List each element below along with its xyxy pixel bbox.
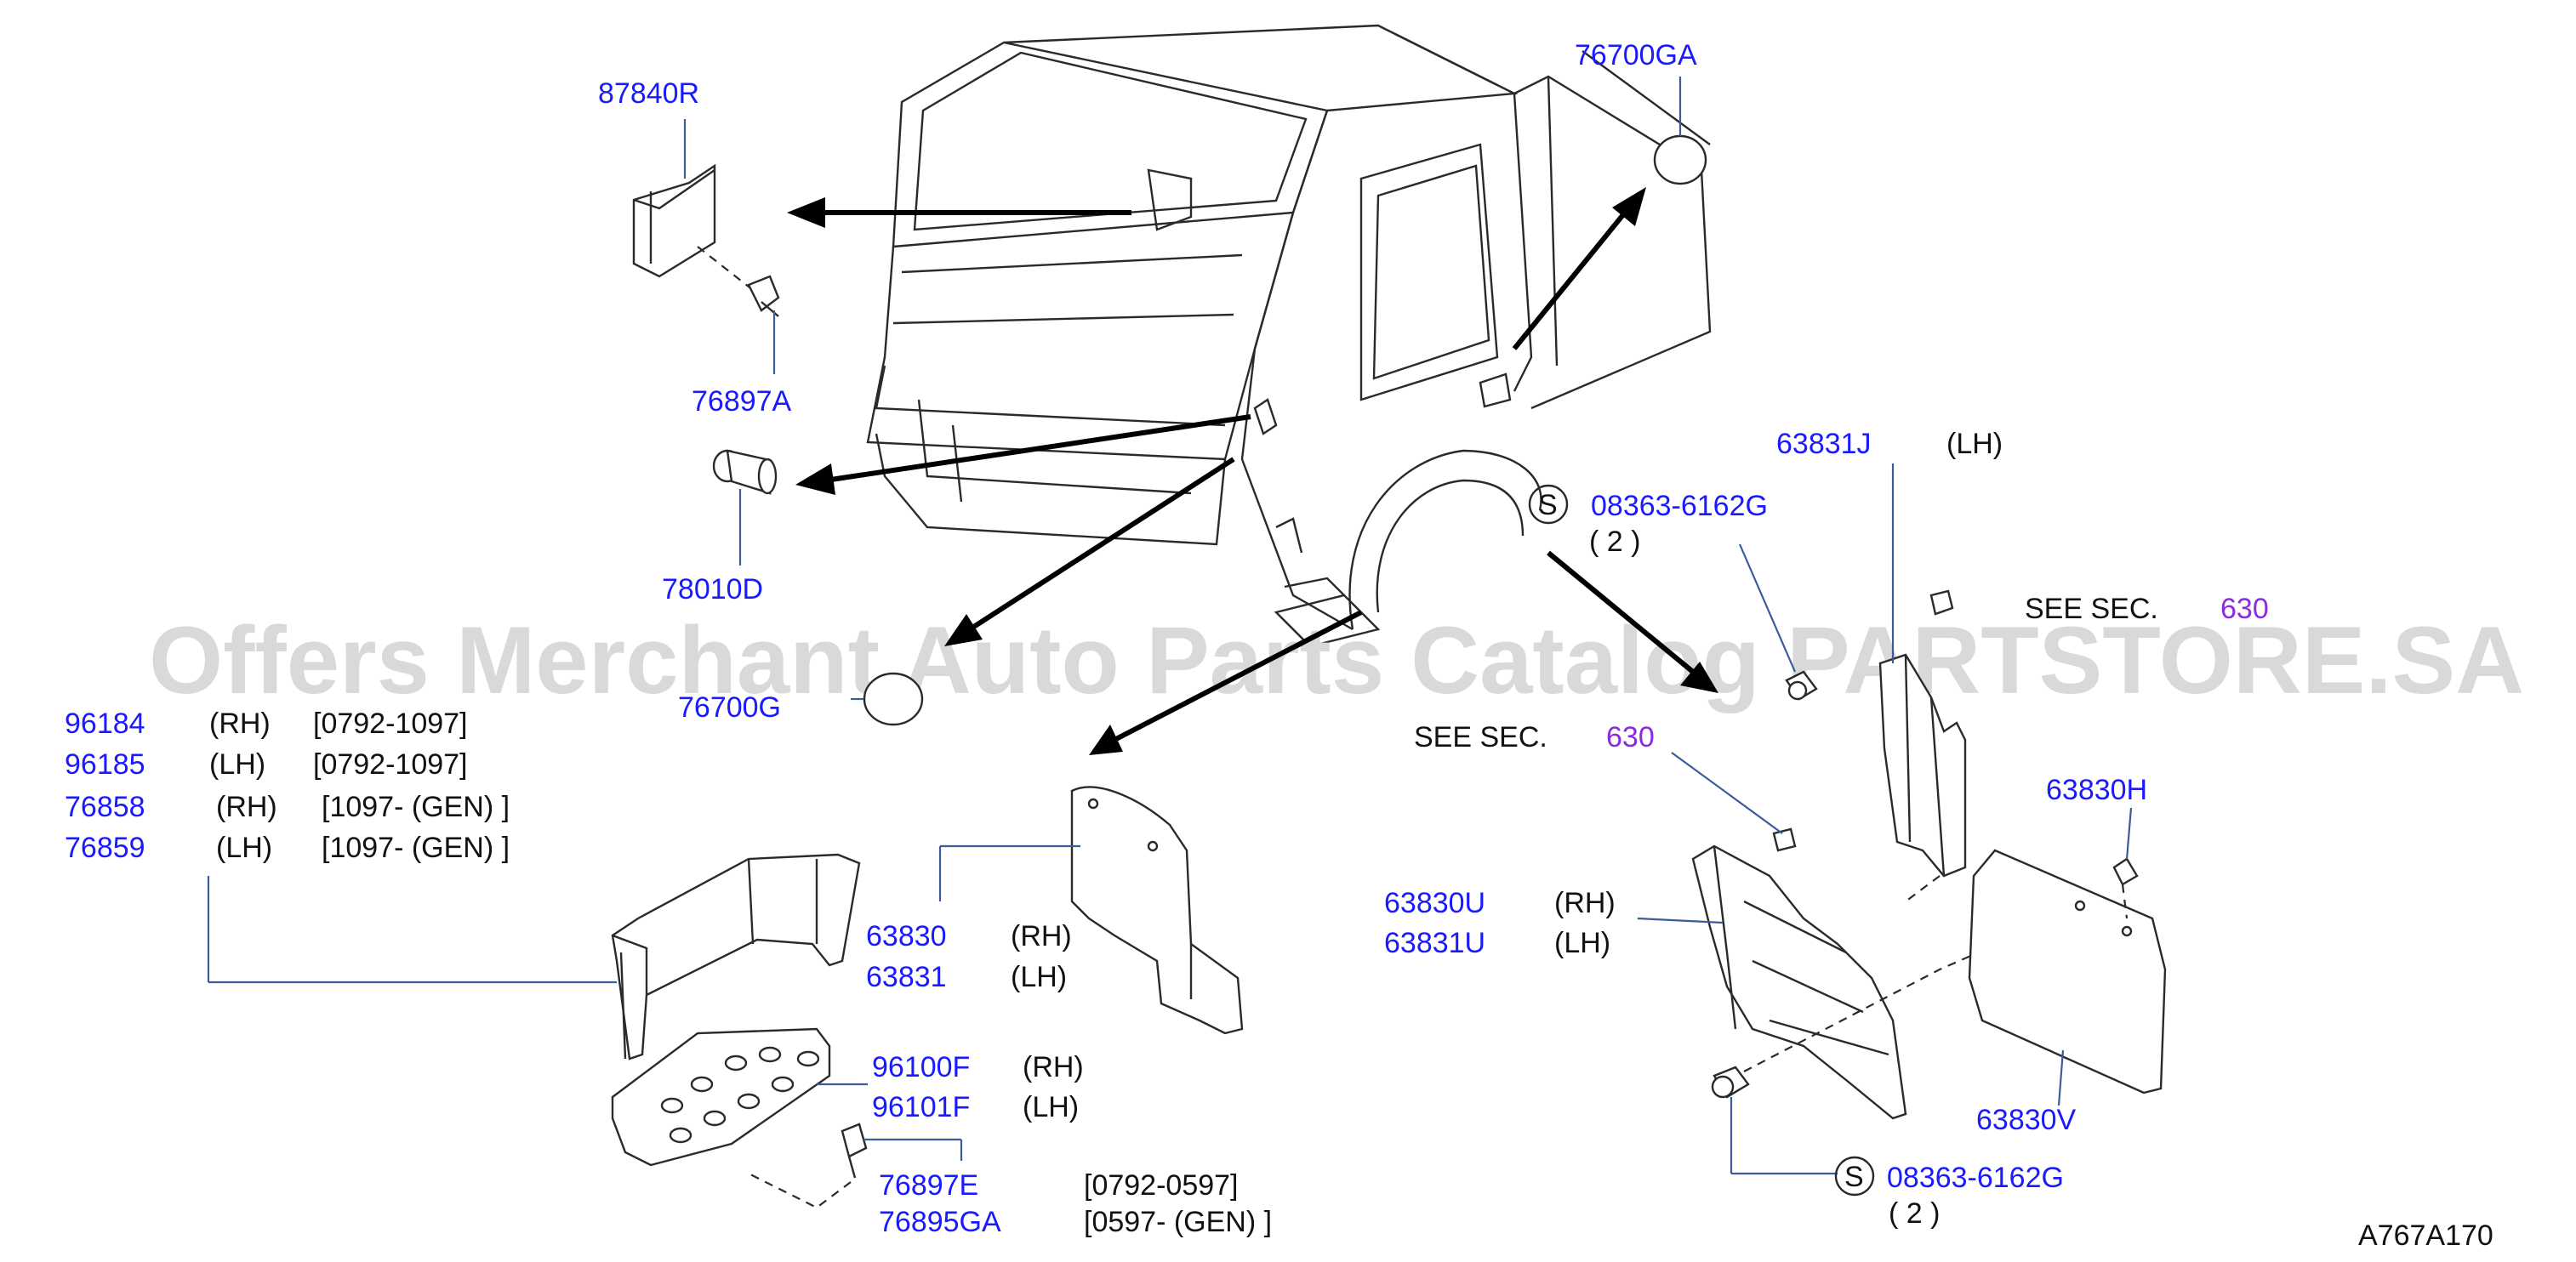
label-96184-side: (RH): [209, 708, 271, 740]
label-63830-side: (RH): [1011, 920, 1072, 952]
label-63830U[interactable]: 63830U: [1384, 887, 1485, 919]
label-see-sec-2-num[interactable]: 630: [1606, 721, 1655, 753]
part-labels: 87840R 76897A 78010D 76700G 76700GA 0836…: [65, 39, 2493, 1252]
part-63830U-bracket-illustration: [1637, 752, 2077, 1175]
label-96101F[interactable]: 96101F: [872, 1091, 970, 1123]
part-76700GA-illustration: [1653, 77, 1707, 185]
diagram-code: A767A170: [2358, 1219, 2493, 1252]
svg-text:S: S: [1538, 489, 1558, 521]
label-76858[interactable]: 76858: [65, 791, 145, 823]
label-96184-range: [0792-1097]: [313, 708, 468, 740]
label-see-sec-1-num[interactable]: 630: [2220, 593, 2269, 625]
label-63831U-side: (LH): [1554, 927, 1610, 959]
label-96184[interactable]: 96184: [65, 708, 145, 740]
label-76897E-range: [0792-0597]: [1084, 1169, 1239, 1202]
part-96100F-step-illustration: [611, 1027, 963, 1209]
label-76897A[interactable]: 76897A: [692, 385, 792, 418]
label-see-sec-2: SEE SEC.: [1414, 721, 1547, 753]
part-63830V-mudflap-illustration: [1968, 807, 2167, 1106]
svg-text:S: S: [1844, 1161, 1864, 1193]
part-96184-cover-illustration: [207, 853, 861, 1060]
label-76859[interactable]: 76859: [65, 832, 145, 864]
label-bolt-top[interactable]: 08363-6162G: [1591, 490, 1768, 522]
label-76858-range: [1097- (GEN) ]: [322, 791, 510, 823]
label-bolt-bottom[interactable]: 08363-6162G: [1887, 1162, 2064, 1194]
part-76700G-illustration: [851, 672, 924, 726]
label-76895GA-range: [0597- (GEN) ]: [1084, 1206, 1272, 1238]
label-63830U-side: (RH): [1554, 887, 1616, 919]
label-76700GA[interactable]: 76700GA: [1575, 39, 1697, 71]
label-63830H[interactable]: 63830H: [2046, 774, 2147, 806]
leader-arrows: [787, 187, 1718, 755]
label-96101F-side: (LH): [1023, 1091, 1079, 1123]
truck-cab-illustration: [866, 24, 1712, 648]
label-96100F[interactable]: 96100F: [872, 1051, 970, 1083]
label-63831U[interactable]: 63831U: [1384, 927, 1485, 959]
label-96185-range: [0792-1097]: [313, 748, 468, 781]
label-63831-side: (LH): [1011, 961, 1067, 993]
label-76859-range: [1097- (GEN) ]: [322, 832, 510, 864]
s-symbol-bottom: S: [1834, 1156, 1875, 1197]
label-see-sec-1: SEE SEC.: [2025, 593, 2158, 625]
label-63830[interactable]: 63830: [866, 920, 947, 952]
part-63830-mudflap-illustration: [938, 786, 1244, 1035]
s-symbol-top: S: [1528, 484, 1569, 525]
label-63831J[interactable]: 63831J: [1776, 428, 1872, 460]
label-63831J-side: (LH): [1946, 428, 2003, 460]
label-bolt-top-qty: ( 2 ): [1589, 526, 1640, 558]
label-63830V[interactable]: 63830V: [1976, 1104, 2077, 1136]
part-63831J-bracket-illustration: [1738, 463, 1967, 878]
label-bolt-bottom-qty: ( 2 ): [1889, 1197, 1940, 1230]
part-78010D-illustration: [712, 449, 778, 566]
label-78010D[interactable]: 78010D: [662, 573, 763, 605]
label-96185-side: (LH): [209, 748, 265, 781]
label-96185[interactable]: 96185: [65, 748, 145, 781]
label-76700G[interactable]: 76700G: [678, 691, 781, 724]
label-87840R[interactable]: 87840R: [598, 77, 699, 110]
label-96100F-side: (RH): [1023, 1051, 1084, 1083]
label-76859-side: (LH): [216, 832, 272, 864]
label-76858-side: (RH): [216, 791, 277, 823]
label-63831[interactable]: 63831: [866, 961, 947, 993]
part-87840R-illustration: [632, 119, 780, 374]
label-76895GA[interactable]: 76895GA: [879, 1206, 1001, 1238]
label-76897E[interactable]: 76897E: [879, 1169, 978, 1202]
